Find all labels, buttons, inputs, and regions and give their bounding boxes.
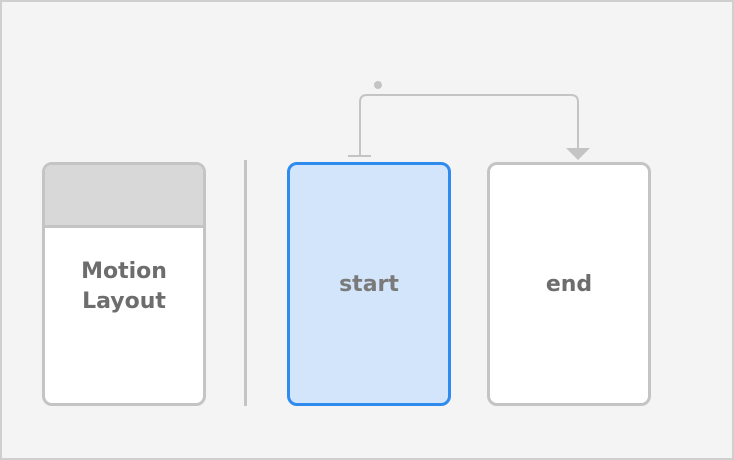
transition-path <box>359 94 579 156</box>
constraint-set-end-label: end <box>545 271 593 297</box>
constraint-set-start[interactable]: start <box>287 162 451 406</box>
divider <box>244 160 247 406</box>
constraint-set-start-label: start <box>339 271 399 297</box>
motion-layout-label: Motion Layout <box>81 259 167 314</box>
motion-layout-header <box>45 165 203 228</box>
transition-handle-dot[interactable] <box>374 81 382 89</box>
constraint-set-end[interactable]: end <box>487 162 651 406</box>
transition-arrowhead-icon <box>566 148 590 160</box>
motion-layout-node[interactable]: Motion Layout <box>42 162 206 406</box>
